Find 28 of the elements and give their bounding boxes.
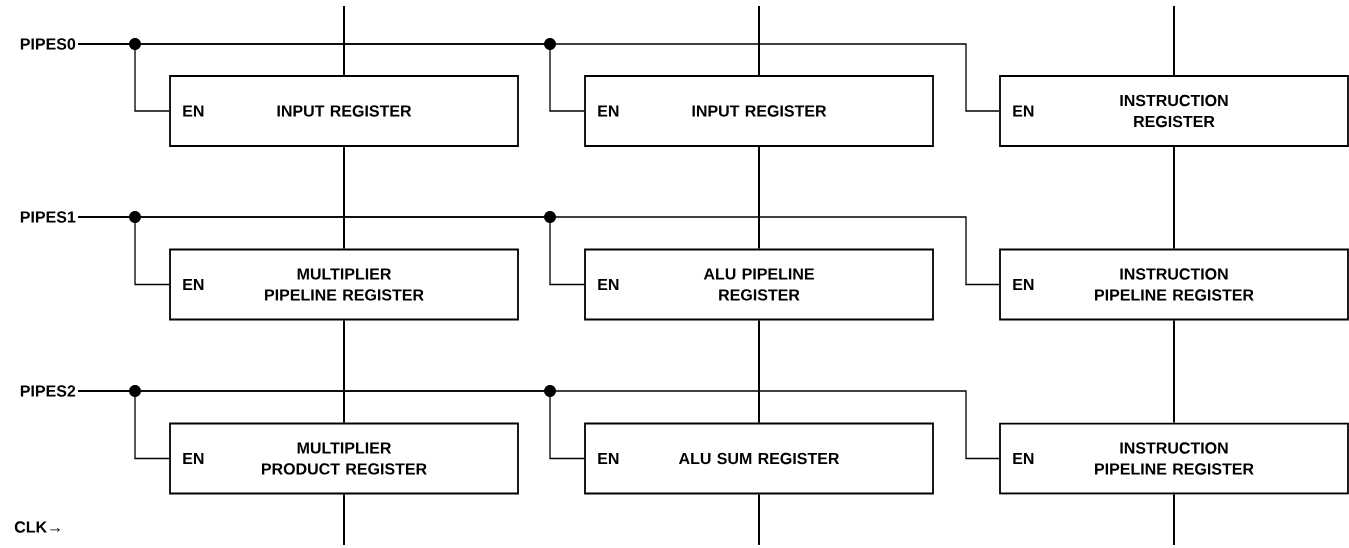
register-box: EN ALU SUM REGISTER [584, 422, 934, 495]
signal-label: PIPES0 [20, 38, 76, 50]
connector-line [343, 493, 345, 546]
connector-line [758, 493, 760, 546]
connector-line [1173, 493, 1175, 546]
register-box: EN INPUT REGISTER [584, 75, 934, 147]
connector-line [758, 5, 760, 77]
connector-line [77, 390, 1000, 460]
register-box: EN INSTRUCTION PIPELINE REGISTER [999, 248, 1349, 321]
signal-label: CLK→ [14, 521, 60, 533]
connector-line [758, 319, 760, 424]
connector-line [343, 5, 345, 77]
register-box: EN MULTIPLIER PRODUCT REGISTER [169, 422, 519, 495]
signal-label: PIPES1 [20, 211, 76, 223]
register-box: EN ALU PIPELINE REGISTER [584, 248, 934, 321]
connector-line [77, 43, 1000, 112]
register-box: EN INSTRUCTION PIPELINE REGISTER [999, 422, 1349, 495]
connector-line [77, 216, 1000, 286]
connector-line [1173, 5, 1175, 77]
signal-label: PIPES2 [20, 385, 76, 397]
connector-line [1173, 145, 1175, 250]
connector-line [343, 145, 345, 250]
register-box: EN MULTIPLIER PIPELINE REGISTER [169, 248, 519, 321]
register-box: EN INPUT REGISTER [169, 75, 519, 147]
register-box: EN INSTRUCTION REGISTER [999, 75, 1349, 147]
connector-line [1173, 319, 1175, 424]
connector-line [758, 145, 760, 250]
connector-line [343, 319, 345, 424]
